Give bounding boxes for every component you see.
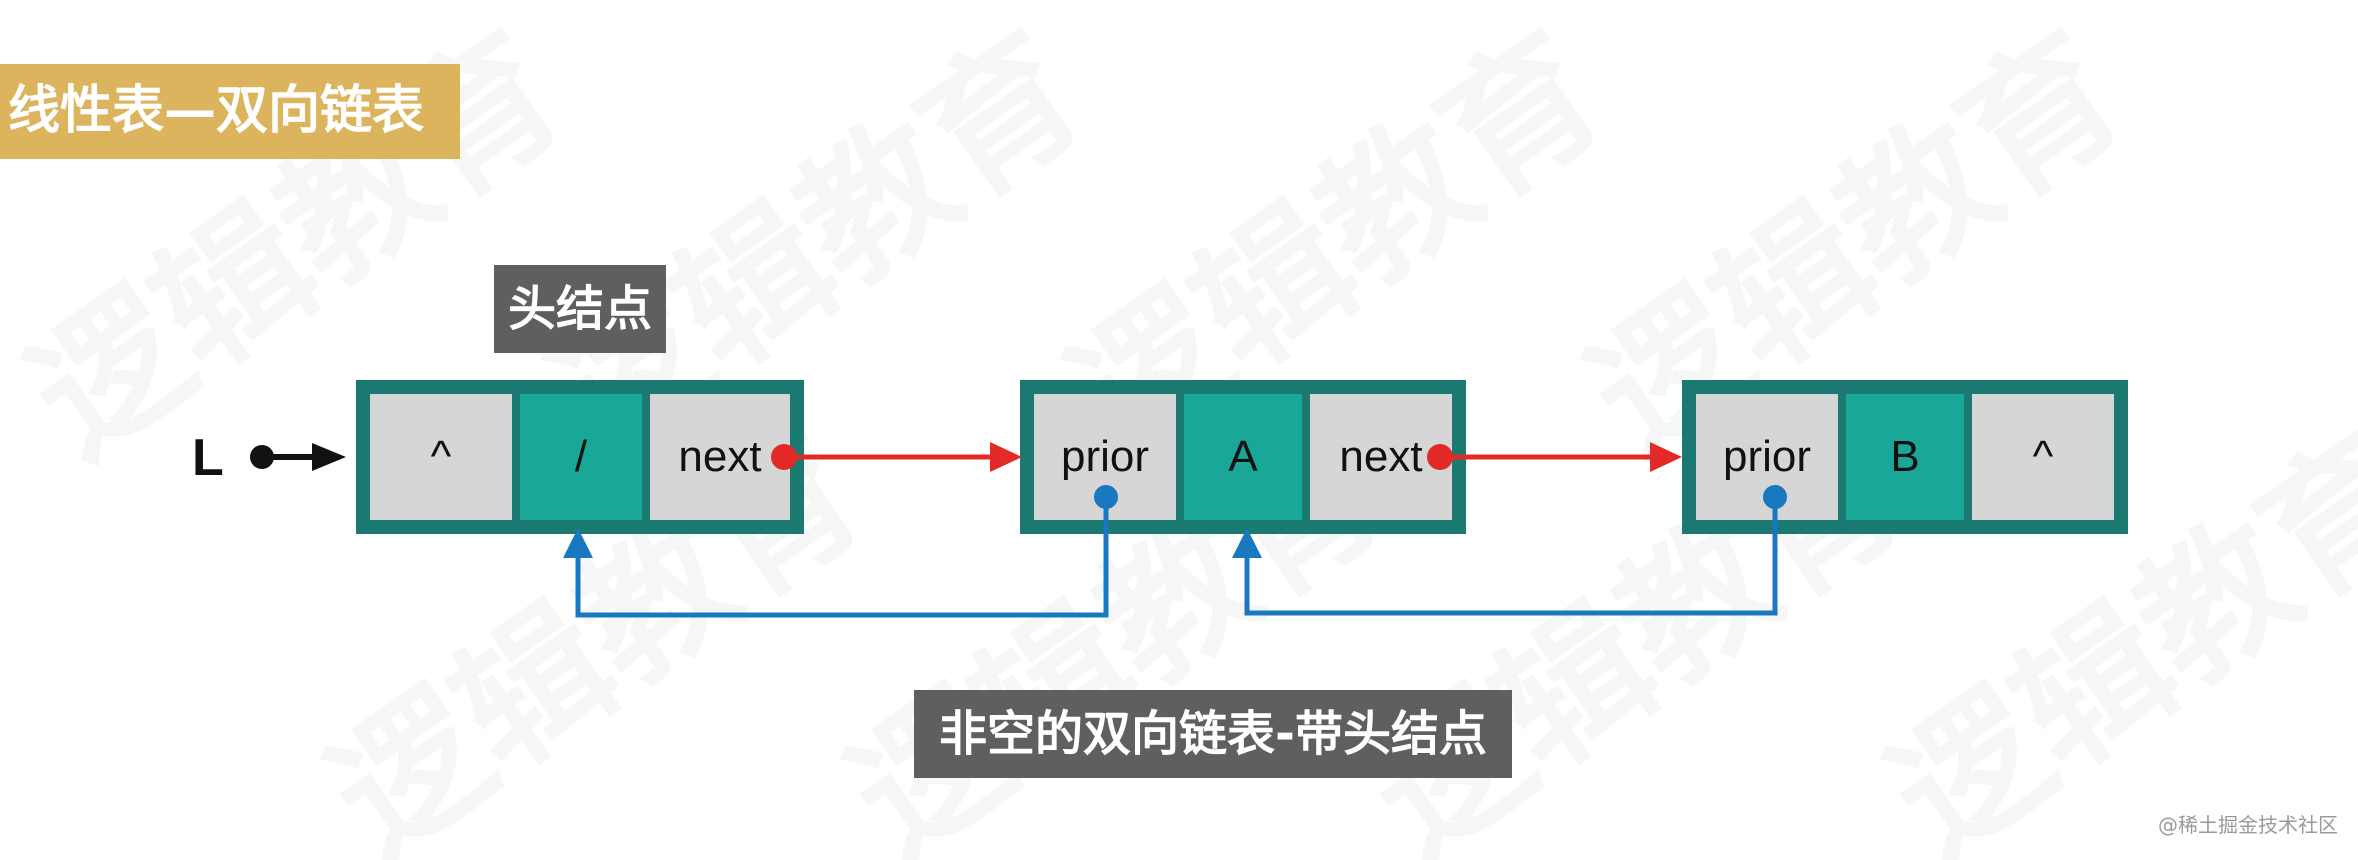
diagram-caption: 非空的双向链表-带头结点	[914, 690, 1512, 778]
head-node-label: 头结点	[494, 265, 666, 353]
prior-pointer-b-to-a	[1232, 485, 1787, 616]
prior-pointer-a-to-head	[563, 485, 1118, 618]
list-head-pointer	[250, 443, 346, 471]
next-pointer-head-to-a	[771, 442, 1022, 472]
head-node-next-cell: next	[650, 394, 790, 520]
node-b-next-cell: ^	[1972, 394, 2114, 520]
head-node: ^ / next	[356, 380, 804, 534]
next-pointer-a-to-b	[1427, 442, 1682, 472]
node-b: prior B ^	[1682, 380, 2128, 534]
head-node-prior-cell: ^	[370, 394, 512, 520]
node-b-data-cell: B	[1846, 394, 1964, 520]
head-node-data-cell: /	[520, 394, 642, 520]
source-credit: @稀土掘金技术社区	[2158, 813, 2338, 837]
node-a: prior A next	[1020, 380, 1466, 534]
page-title: 线性表—双向链表	[0, 64, 460, 159]
node-a-data-cell: A	[1184, 394, 1302, 520]
list-pointer-label: L	[192, 429, 224, 487]
